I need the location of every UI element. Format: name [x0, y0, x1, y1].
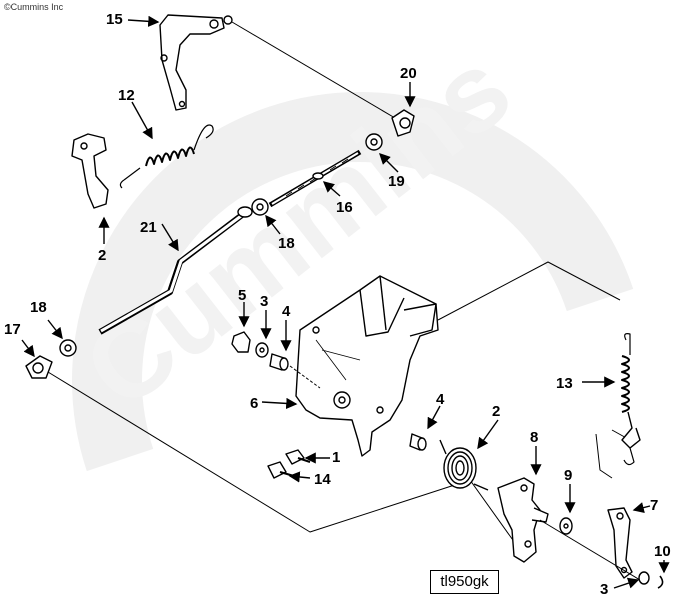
callout-3-lower: 3 — [600, 581, 608, 598]
callout-21: 21 — [140, 219, 157, 236]
washer-3-lower — [638, 571, 650, 585]
callout-15: 15 — [106, 11, 123, 28]
callout-8: 8 — [530, 429, 538, 446]
figure-id-box: tl950gk — [430, 570, 499, 594]
bushing-4-upper — [269, 353, 289, 371]
main-bracket-6 — [295, 275, 439, 457]
callout-13: 13 — [556, 375, 573, 392]
callout-18-upper: 18 — [278, 235, 295, 252]
callout-3-upper: 3 — [260, 293, 268, 310]
callout-12: 12 — [118, 87, 135, 104]
link-7 — [607, 507, 633, 579]
bracket-15 — [159, 14, 233, 111]
callout-14: 14 — [314, 471, 331, 488]
bushing-4-lower — [409, 433, 427, 451]
nut-19 — [365, 133, 383, 151]
ball-joint-20 — [391, 109, 415, 137]
spring-12 — [119, 124, 214, 189]
callout-2-lower: 2 — [492, 403, 500, 420]
lever-8 — [497, 477, 549, 563]
callout-1: 1 — [332, 449, 340, 466]
callout-17: 17 — [4, 321, 21, 338]
rod-21 — [98, 206, 253, 335]
callout-10: 10 — [654, 543, 671, 560]
callout-7: 7 — [650, 497, 658, 514]
ball-joint-17 — [25, 355, 53, 379]
threaded-rod-16 — [268, 149, 362, 208]
bracket-2-upper — [71, 133, 109, 209]
copyright-text: ©Cummins Inc — [4, 2, 64, 12]
torsion-spring-2 — [439, 439, 489, 491]
callout-20: 20 — [400, 65, 417, 82]
clip-5 — [231, 331, 251, 353]
washer-3-upper — [255, 342, 269, 358]
callout-5: 5 — [238, 287, 246, 304]
callout-4-upper: 4 — [282, 303, 291, 320]
callout-6: 6 — [250, 395, 258, 412]
callout-19: 19 — [388, 173, 405, 190]
callout-9: 9 — [564, 467, 572, 484]
washer-9 — [559, 517, 573, 535]
clip-10 — [657, 575, 664, 589]
nut-18-lower — [59, 339, 77, 357]
screw-1 — [285, 449, 311, 465]
callout-16: 16 — [336, 199, 353, 216]
spring-13 — [621, 333, 641, 466]
callout-18-lower: 18 — [30, 299, 47, 316]
nut-18-upper — [251, 198, 269, 216]
callout-2-upper: 2 — [98, 247, 106, 264]
callout-4-lower: 4 — [436, 391, 445, 408]
